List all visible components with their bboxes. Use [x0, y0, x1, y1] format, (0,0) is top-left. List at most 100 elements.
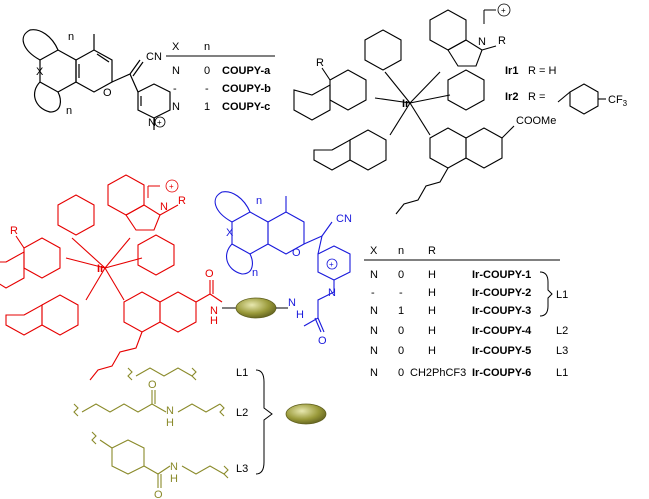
- coupy-table-row-x: N: [172, 101, 180, 113]
- linker-oval: [235, 297, 277, 319]
- conjugate-coupy-part: [214, 191, 351, 333]
- coupy-x-label: X: [36, 66, 44, 78]
- cell-r: H: [428, 305, 436, 317]
- linker-l3-o-label: O: [154, 489, 163, 499]
- conjugate-n-bottom-label: n: [252, 267, 258, 279]
- cell-r: H: [428, 269, 436, 281]
- ir2-label: Ir2: [505, 91, 518, 103]
- coupy-table-row-n: 1: [204, 101, 210, 113]
- ir1-r-label: R = H: [528, 65, 556, 77]
- cell-linker: L1: [556, 367, 568, 379]
- conjugate-amide-o-label: O: [205, 268, 214, 280]
- conjugate-plus-label: +: [329, 260, 334, 269]
- cell-name: Ir-COUPY-3: [472, 305, 531, 317]
- linker-l2-h-label: H: [166, 417, 174, 429]
- coupy-table-header-n: n: [204, 41, 210, 53]
- conjugate-h-label: H: [296, 309, 304, 321]
- ir-structure: [293, 9, 515, 215]
- cell-n: 0: [398, 325, 404, 337]
- conjugate-r-left-label: R: [10, 225, 18, 237]
- cell-n: 0: [398, 269, 404, 281]
- cell-x: N: [370, 345, 378, 357]
- coupy-table-row-name: COUPY-c: [222, 101, 270, 113]
- cell-r: H: [428, 345, 436, 357]
- table-row: N 0 H Ir-COUPY-4 L2: [370, 325, 568, 337]
- ir-metal-label: Ir: [402, 98, 410, 110]
- linker-l2: [73, 390, 225, 417]
- conjugate-charge-label: +: [169, 182, 174, 191]
- ir2-r-label: R =: [528, 91, 545, 103]
- conjugate-table-header-r: R: [428, 245, 436, 257]
- conjugate-nh-label: N: [288, 297, 296, 309]
- cell-name: Ir-COUPY-5: [472, 345, 531, 357]
- conjugate-x-label: X: [226, 227, 234, 239]
- linker-brace-l1: [539, 271, 553, 317]
- table-row: N 1 H Ir-COUPY-3: [370, 305, 531, 317]
- cell-n: 1: [398, 305, 404, 317]
- ir2-cf3-label: CF3: [608, 94, 628, 108]
- cell-x: N: [370, 367, 378, 379]
- conjugate-ir-label: Ir: [97, 263, 105, 275]
- cell-n: -: [399, 287, 403, 299]
- linker-l1: [127, 367, 197, 381]
- conjugate-charge-circle: [165, 179, 179, 193]
- cell-r: CH2PhCF3: [410, 367, 466, 379]
- conjugate-amide-n-label: N: [210, 305, 218, 317]
- ir-ester-label: COOMe: [516, 115, 556, 127]
- conjugate-table-header-x: X: [370, 245, 378, 257]
- linker-label-l1: L1: [236, 367, 248, 379]
- linker-l3: [91, 431, 229, 488]
- conjugate-n-top-label: n: [256, 195, 262, 207]
- ir-charge-circle: [497, 3, 511, 17]
- ir-charge-label: +: [501, 6, 506, 15]
- conjugate-r-right-label: R: [178, 195, 186, 207]
- coupy-n-top-label: n: [68, 31, 74, 43]
- conjugate-cn-label: CN: [336, 213, 352, 225]
- coupy-cn-label: CN: [146, 51, 162, 63]
- coupy-structure: [22, 29, 171, 130]
- cell-name: Ir-COUPY-2: [472, 287, 531, 299]
- coupy-table-row-name: COUPY-b: [222, 83, 271, 95]
- cell-n: 0: [398, 367, 404, 379]
- table-row: N 0 H Ir-COUPY-1: [370, 269, 531, 281]
- linker-l3-n-label: N: [170, 461, 178, 473]
- table-row: N 0 H Ir-COUPY-5 L3: [370, 345, 568, 357]
- conjugate-ir-part: [0, 174, 197, 381]
- coupy-plus-label: +: [157, 118, 162, 127]
- conjugate-amide-h-label: H: [210, 315, 218, 327]
- conjugate-o2-label: O: [318, 335, 327, 347]
- linker-l2-o-label: O: [148, 379, 157, 391]
- cell-x: N: [370, 305, 378, 317]
- linker-l3-h-label: H: [170, 473, 178, 485]
- cell-r: H: [428, 287, 436, 299]
- cell-x: N: [370, 269, 378, 281]
- coupy-table-row-n: -: [205, 83, 209, 95]
- cell-linker: L3: [556, 345, 568, 357]
- cell-r: H: [428, 325, 436, 337]
- cell-name: Ir-COUPY-4: [472, 325, 532, 337]
- conjugate-o-label: O: [292, 247, 301, 259]
- coupy-table: X n N 0 COUPY-a - - COUPY-b N 1 COUPY-c: [166, 41, 275, 113]
- ir-legend: Ir1 R = H Ir2 R = CF3: [505, 65, 628, 115]
- linker-l2-n-label: N: [166, 405, 174, 417]
- linker-label-l3: L3: [236, 463, 248, 475]
- conjugate-table-header-n: n: [398, 245, 404, 257]
- conjugate-table: X n R N 0 H Ir-COUPY-1 - - H Ir-COUPY-2 …: [364, 245, 568, 379]
- coupy-n-bottom-label: n: [66, 105, 72, 117]
- coupy-table-row-name: COUPY-a: [222, 65, 271, 77]
- conjugate-n-label: N: [160, 201, 168, 213]
- ir-r-right-label: R: [498, 35, 506, 47]
- cell-x: -: [371, 287, 375, 299]
- ir-n-label: N: [478, 36, 486, 48]
- conjugate-plus-circle: [326, 258, 338, 270]
- ir1-label: Ir1: [505, 65, 518, 77]
- linker-label-l2: L2: [236, 407, 248, 419]
- ir-r-left-label: R: [316, 57, 324, 69]
- cell-x: N: [370, 325, 378, 337]
- coupy-table-row-x: -: [173, 83, 177, 95]
- table-row: N 0 CH2PhCF3 Ir-COUPY-6 L1: [370, 367, 568, 379]
- coupy-charge-circle: [154, 116, 166, 128]
- cell-n: 0: [398, 345, 404, 357]
